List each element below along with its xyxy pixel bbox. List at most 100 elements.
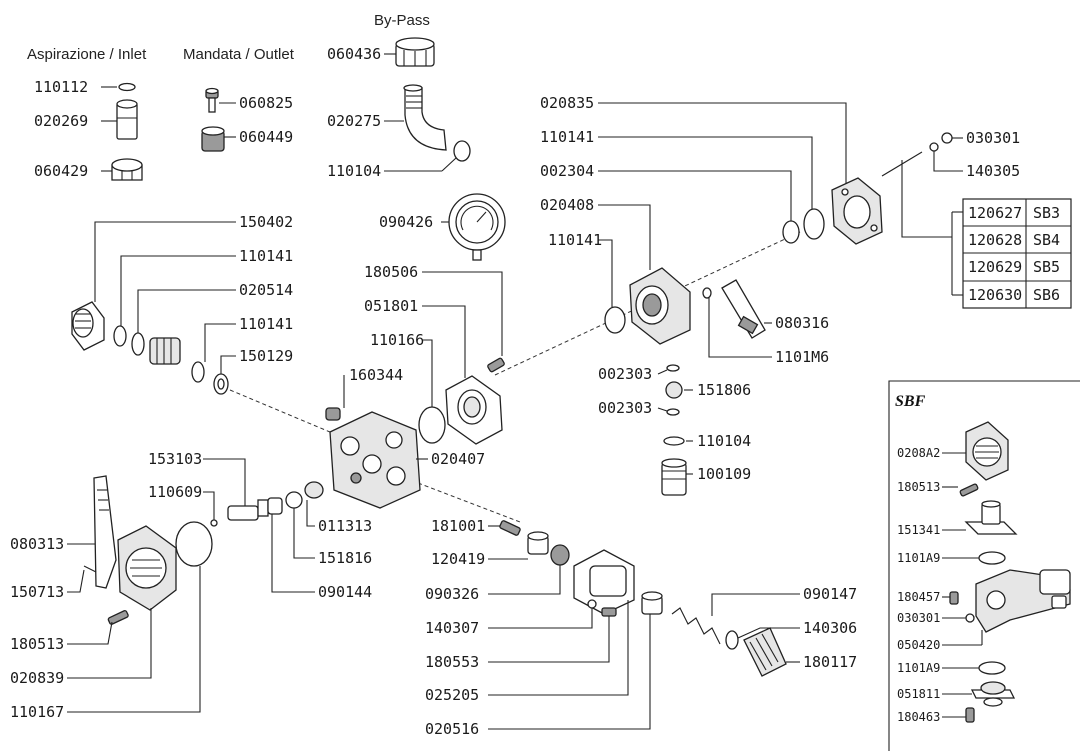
label-020407: 020407 [431, 450, 485, 468]
label-100109: 100109 [697, 465, 751, 483]
label-110141-c: 110141 [540, 128, 594, 146]
part-140307-washer [587, 599, 597, 609]
label-030301: 030301 [966, 129, 1020, 147]
label-090147: 090147 [803, 585, 857, 603]
part-060429-nut [111, 158, 143, 181]
part-060449-nut [201, 126, 225, 152]
heading-outlet: Mandata / Outlet [183, 46, 295, 63]
part-120419-bushing [527, 531, 549, 555]
part-181001-screw [499, 520, 521, 536]
sbf-part-1101a9-b [978, 661, 1006, 675]
label-110166: 110166 [370, 331, 424, 349]
part-002303-seal-a [666, 364, 680, 372]
sbf-label-1101a9-b: 1101A9 [897, 661, 940, 675]
sbf-part-0208a2 [965, 421, 1009, 481]
label-011313: 011313 [318, 517, 372, 535]
part-090326-washer [550, 544, 570, 566]
label-002303-a: 002303 [598, 365, 652, 383]
part-020269-fitting [116, 99, 138, 140]
part-011313-nut [304, 481, 324, 499]
label-110104-mid: 110104 [697, 432, 751, 450]
part-valve-cage [149, 337, 181, 365]
sbf-inset: SBF 0208A2 180513 151341 1101A9 180457 0… [888, 380, 1080, 751]
part-100109-fitting [661, 458, 687, 496]
part-151816-ball [285, 491, 303, 509]
part-180506-screw [487, 357, 505, 373]
part-labels: 110112 020269 060429 060825 060449 06043… [10, 45, 1020, 738]
part-160344-plug [325, 407, 341, 421]
sbf-part-030301 [965, 613, 975, 623]
label-140306: 140306 [803, 619, 857, 637]
part-140305-washer [929, 142, 939, 152]
sbf-part-180513 [959, 483, 979, 497]
axis-left-valve [229, 389, 331, 433]
label-110167: 110167 [10, 703, 64, 721]
label-090426: 090426 [379, 213, 433, 231]
part-180117-knob [743, 627, 787, 677]
part-110141-oring-d [803, 208, 825, 240]
label-1101m6: 1101M6 [775, 348, 829, 366]
part-153103-shaft [227, 499, 269, 521]
label-151806: 151806 [697, 381, 751, 399]
label-020835: 020835 [540, 94, 594, 112]
part-020514-valve-body [131, 332, 145, 356]
label-150129: 150129 [239, 347, 293, 365]
sbf-label-180457: 180457 [897, 590, 940, 604]
table-model-0: SB3 [1033, 204, 1060, 222]
part-110141-oring-a [113, 325, 127, 347]
label-180117: 180117 [803, 653, 857, 671]
part-080316-lever [721, 279, 766, 339]
label-110104-top: 110104 [327, 162, 381, 180]
label-180553: 180553 [425, 653, 479, 671]
label-060449: 060449 [239, 128, 293, 146]
part-060825-connector [205, 87, 219, 113]
label-090326: 090326 [425, 585, 479, 603]
part-051801-head [445, 375, 503, 445]
table-model-3: SB6 [1033, 286, 1060, 304]
part-180513-screw [107, 610, 129, 625]
part-110112-oring [118, 82, 136, 92]
label-110112: 110112 [34, 78, 88, 96]
part-060436-nut [395, 37, 435, 67]
sbf-label-151341: 151341 [897, 523, 940, 537]
sbf-part-151341 [964, 500, 1018, 535]
part-090144-spring [267, 497, 283, 515]
part-020516-piston [641, 591, 663, 615]
part-025205-housing [573, 549, 635, 615]
sbf-part-1101a9-a [978, 551, 1006, 565]
label-110141-a: 110141 [239, 247, 293, 265]
label-160344: 160344 [349, 366, 403, 384]
table-code-3: 120630 [968, 286, 1022, 304]
part-110166-oring [418, 406, 446, 444]
sbf-label-051811: 051811 [897, 687, 940, 701]
label-025205: 025205 [425, 686, 479, 704]
part-002304-ring [782, 220, 800, 244]
sbf-label-030301: 030301 [897, 611, 940, 625]
part-080313-handle [93, 475, 117, 589]
part-150713-pin [83, 565, 97, 573]
table-code-0: 120627 [968, 204, 1022, 222]
part-1101m6-oring [702, 287, 712, 299]
label-151816: 151816 [318, 549, 372, 567]
label-080313: 080313 [10, 535, 64, 553]
label-020275: 020275 [327, 112, 381, 130]
label-120419: 120419 [431, 550, 485, 568]
sbf-label-180463: 180463 [897, 710, 940, 724]
sbf-label-050420: 050420 [897, 638, 940, 652]
rod-variant-table: 120627 SB3 120628 SB4 120629 SB5 120630 … [962, 198, 1072, 309]
part-020275-elbow [403, 84, 447, 151]
table-model-2: SB5 [1033, 258, 1060, 276]
part-020407-pump-body [329, 411, 421, 509]
leader-lines [67, 53, 963, 730]
sbf-label-1101a9-a: 1101A9 [897, 551, 940, 565]
label-060429: 060429 [34, 162, 88, 180]
sbf-part-180463 [965, 707, 975, 723]
label-181001: 181001 [431, 517, 485, 535]
part-030301-nut [941, 132, 953, 144]
label-080316: 080316 [775, 314, 829, 332]
sbf-part-valve-assembly [975, 569, 1071, 633]
part-090147-spring [671, 607, 721, 645]
label-150402: 150402 [239, 213, 293, 231]
